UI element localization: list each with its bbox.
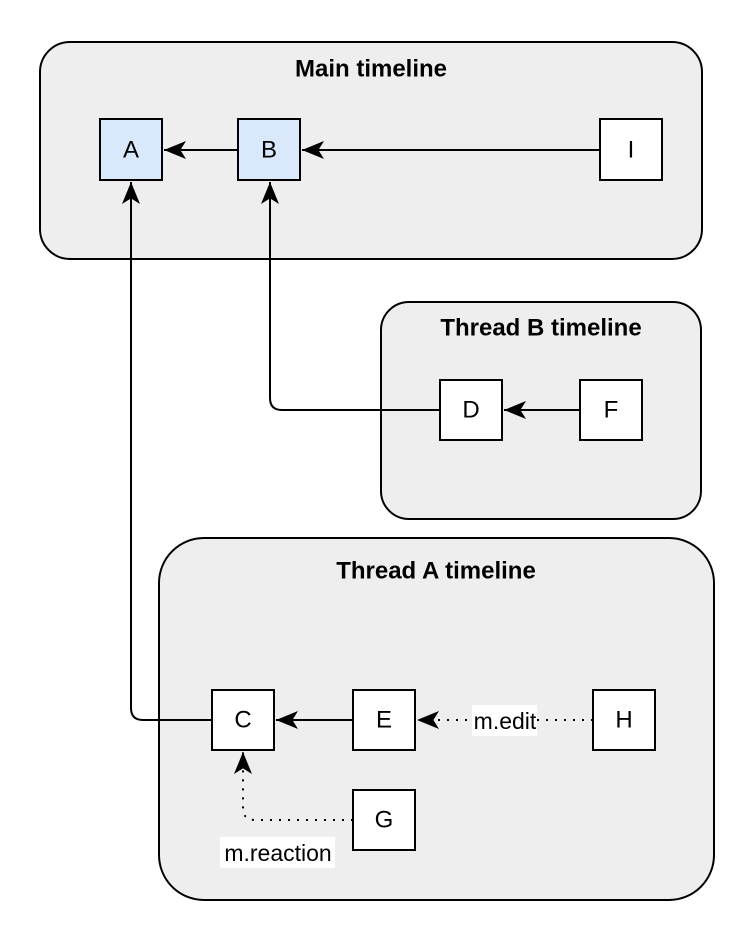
node-H-box: [592, 689, 656, 751]
node-B-box: [237, 118, 301, 181]
node-G-label: G: [375, 807, 394, 834]
node-A-box: [99, 118, 163, 181]
edge-label-m-edit: m.edit: [472, 705, 537, 736]
m-reaction-label: m.reaction: [224, 840, 331, 866]
main-timeline-title: Main timeline: [295, 56, 447, 83]
m-edit-label: m.edit: [474, 708, 537, 734]
node-H: H: [592, 689, 656, 751]
edge-c-to-a: [122, 182, 212, 721]
node-F-label: F: [604, 397, 619, 424]
node-H-label: H: [615, 707, 632, 734]
node-B: B: [237, 118, 301, 181]
node-C: C: [211, 689, 275, 751]
m-edit-label-bg: [472, 705, 537, 736]
node-C-label: C: [234, 707, 251, 734]
node-E-box: [352, 689, 416, 751]
node-E: E: [352, 689, 416, 751]
edge-d-to-b: [261, 182, 440, 411]
node-C-box: [211, 689, 275, 751]
node-A-label: A: [123, 137, 139, 164]
node-I: I: [599, 118, 663, 181]
node-B-label: B: [261, 137, 277, 164]
node-G: G: [352, 789, 416, 851]
node-D: D: [439, 379, 503, 441]
node-G-box: [352, 789, 416, 851]
node-D-label: D: [462, 397, 479, 424]
node-F: F: [579, 379, 643, 441]
thread-a-timeline-title: Thread A timeline: [336, 558, 536, 585]
m-reaction-label-bg: [220, 837, 335, 868]
node-D-box: [439, 379, 503, 441]
node-I-box: [599, 118, 663, 181]
thread-b-timeline-title: Thread B timeline: [440, 315, 641, 342]
node-A: A: [99, 118, 163, 181]
edge-g-to-c: [234, 752, 353, 821]
edge-label-m-reaction: m.reaction: [220, 837, 335, 868]
node-I-label: I: [628, 137, 635, 164]
node-F-box: [579, 379, 643, 441]
node-E-label: E: [376, 707, 392, 734]
